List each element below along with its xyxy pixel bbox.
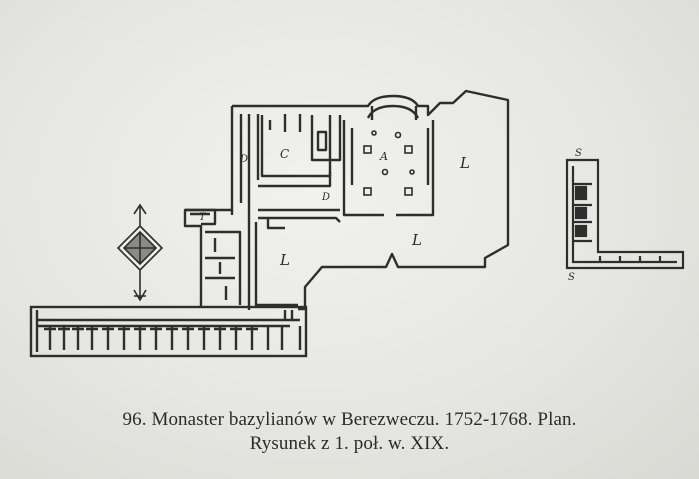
- church-pillars: [363, 130, 415, 196]
- east-annex-fill-2: [574, 206, 588, 220]
- label-l-court: L: [411, 231, 422, 249]
- caption-line-1: 96. Monaster bazylianów w Berezweczu. 17…: [122, 409, 577, 430]
- east-annex-fill-3: [574, 224, 588, 238]
- south-wing-corridor: [37, 318, 302, 350]
- label-l-east: L: [459, 154, 470, 172]
- south-wing-ends: [35, 310, 294, 352]
- column: [394, 131, 402, 139]
- label-l-west: L: [279, 251, 290, 269]
- pillar: [363, 145, 372, 154]
- label-d-lower: D: [321, 192, 330, 203]
- church-nave: [342, 106, 435, 217]
- church-apse: [366, 104, 420, 119]
- label-t: T: [199, 212, 207, 223]
- label-d-upper: D: [239, 154, 248, 165]
- room-c-walls: [260, 114, 332, 178]
- south-wing-outline: [29, 305, 308, 358]
- room-labels: A C D D L L L T S S: [199, 147, 582, 283]
- room-t: [185, 208, 217, 226]
- compass-tail: [133, 270, 147, 302]
- compass-inner: [122, 230, 158, 266]
- corridor-wall: [239, 114, 332, 310]
- pillar: [404, 145, 413, 154]
- column: [409, 169, 415, 175]
- west-rooms: [205, 230, 242, 305]
- label-s-bottom: S: [568, 272, 575, 283]
- column: [371, 130, 377, 136]
- south-wing: [29, 305, 308, 358]
- label-s-top: S: [575, 148, 582, 159]
- label-c: C: [280, 147, 289, 161]
- pillar: [363, 187, 372, 196]
- south-wing-cells: [48, 326, 284, 350]
- label-a: A: [379, 150, 388, 163]
- courtyard-wall: [254, 222, 298, 307]
- east-annex-fill-1: [574, 185, 588, 201]
- compass-arrow-north: [133, 203, 147, 226]
- main-complex: [183, 89, 510, 311]
- east-annex-inner: [571, 166, 677, 264]
- inner-wall-west: [183, 106, 234, 307]
- column: [381, 168, 389, 176]
- pillar: [404, 187, 413, 196]
- corridor-d: [230, 208, 341, 230]
- room-b-walls: [310, 115, 342, 162]
- east-annex: [565, 158, 685, 270]
- east-annex-walls: [565, 158, 685, 270]
- outer-wall-east: [232, 89, 510, 311]
- caption-line-2: Rysunek z 1. poł. w. XIX.: [249, 433, 450, 454]
- compass-rose-icon: [116, 203, 164, 302]
